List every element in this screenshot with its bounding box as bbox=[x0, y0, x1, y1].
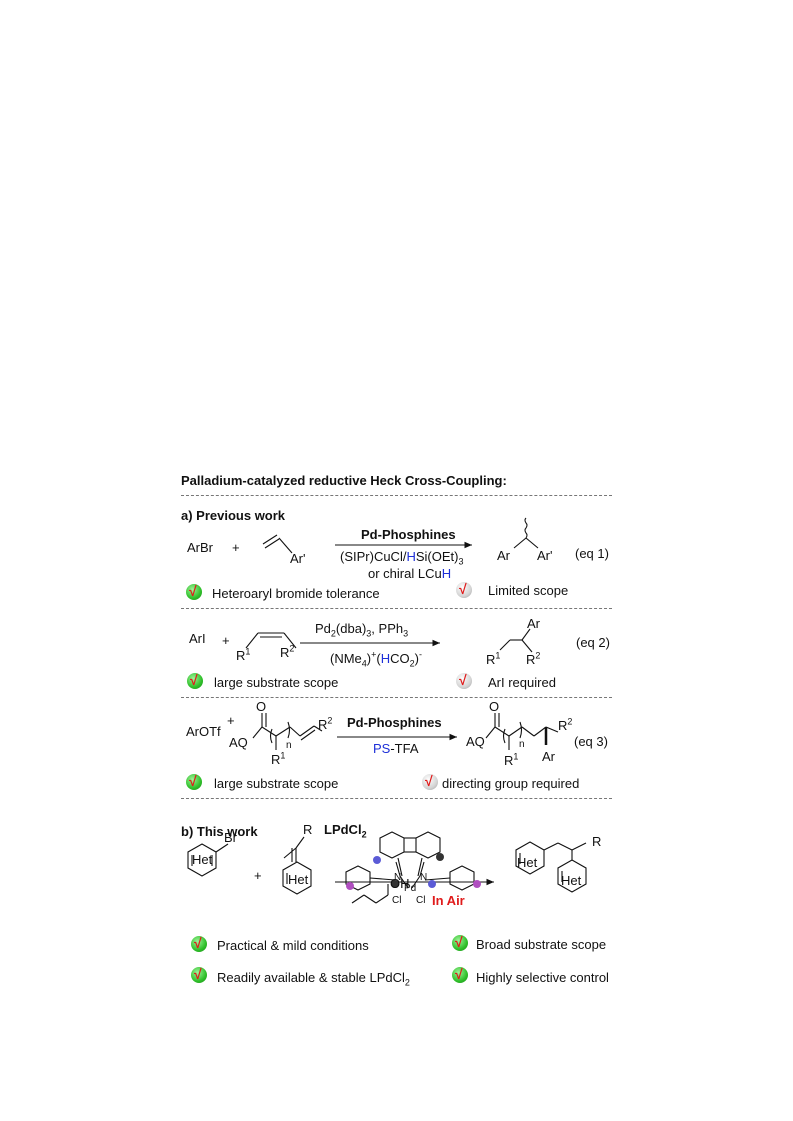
check-icon-green: √ bbox=[187, 672, 203, 689]
alkene-r: R bbox=[303, 822, 313, 837]
eq1-alkene-structure bbox=[262, 534, 293, 554]
eq2-product-ar: Ar bbox=[527, 616, 540, 631]
eq1-plus: + bbox=[232, 540, 240, 555]
divider-eq2 bbox=[181, 697, 612, 698]
butanol-structure bbox=[351, 884, 389, 904]
atom-dark-1 bbox=[391, 880, 399, 888]
catalyst-cl2: Cl bbox=[416, 895, 426, 906]
catalyst-n1: N bbox=[394, 872, 402, 883]
alkene-het-structure bbox=[282, 836, 312, 895]
eq1-reactant-arbr: ArBr bbox=[187, 540, 213, 555]
divider-top bbox=[181, 495, 612, 496]
eq3-product-o: O bbox=[489, 699, 500, 714]
catalyst-pd: Pd bbox=[404, 883, 417, 894]
eq3-product-structure bbox=[485, 713, 559, 750]
catalyst-n2: N bbox=[420, 872, 428, 883]
eq3-reactant-structure bbox=[252, 713, 323, 750]
eq3-conditions: PS-TFA bbox=[373, 741, 419, 756]
check-icon-green: √ bbox=[452, 934, 468, 951]
eq2-catalyst: Pd2(dba)3, PPh3 bbox=[315, 621, 409, 639]
check-icon-green: √ bbox=[452, 966, 468, 983]
eq1-conditions-1: (SIPr)CuCl/HSi(OEt)3 bbox=[340, 549, 464, 567]
alkene-het: Het bbox=[288, 872, 309, 887]
page-title: Palladium-catalyzed reductive Heck Cross… bbox=[181, 473, 507, 488]
eq3-catalyst: Pd-Phosphines bbox=[347, 715, 442, 730]
product-r: R bbox=[592, 834, 602, 849]
check-icon-green: √ bbox=[191, 966, 207, 983]
check-icon-gray: √ bbox=[456, 672, 472, 689]
eq3-product-ar: Ar bbox=[542, 749, 555, 764]
check-icon-gray: √ bbox=[456, 581, 472, 598]
check-icon-gray: √ bbox=[422, 773, 438, 790]
eq3-con: directing group required bbox=[442, 776, 580, 791]
eq2-pro: large substrate scope bbox=[214, 675, 339, 690]
eq3-plus: + bbox=[227, 713, 235, 728]
eq1-label: (eq 1) bbox=[575, 546, 609, 561]
divider-eq1 bbox=[181, 608, 612, 609]
eq3-product-r1: R1 bbox=[504, 751, 519, 768]
eq2-label: (eq 2) bbox=[576, 635, 610, 650]
eq3-label: (eq 3) bbox=[574, 734, 608, 749]
atom-blue-2 bbox=[428, 880, 436, 888]
check-icon-green: √ bbox=[186, 773, 202, 790]
eq3-reactant-arotf: ArOTf bbox=[186, 724, 221, 739]
solvent-oh: OH bbox=[390, 876, 410, 891]
eq2-con: ArI required bbox=[488, 675, 556, 690]
eq2-reactant-ari: ArI bbox=[189, 631, 206, 646]
atom-purple-2 bbox=[473, 880, 481, 888]
feature-3: Readily available & stable LPdCl2 bbox=[217, 970, 410, 988]
eq2-product-r1: R1 bbox=[486, 650, 501, 667]
eq2-product-structure bbox=[499, 628, 533, 653]
eq3-aq: AQ bbox=[229, 735, 248, 750]
eq3-product-r2: R2 bbox=[558, 716, 573, 733]
aryl-bromide-structure bbox=[187, 843, 229, 877]
eq2-product-r2: R2 bbox=[526, 650, 541, 667]
feature-1: Practical & mild conditions bbox=[217, 938, 369, 953]
eq3-pro: large substrate scope bbox=[214, 776, 339, 791]
eq2-alkene-structure bbox=[245, 632, 297, 649]
eq3-o: O bbox=[256, 699, 267, 714]
feature-4: Highly selective control bbox=[476, 970, 609, 985]
eq1-con: Limited scope bbox=[488, 583, 569, 598]
eq1-product-ar: Ar bbox=[497, 548, 510, 563]
eq1-catalyst: Pd-Phosphines bbox=[361, 527, 456, 542]
atom-dark-2 bbox=[436, 853, 444, 861]
eq2-r2: R2 bbox=[280, 643, 295, 660]
eq1-conditions-2: or chiral LCuH bbox=[368, 566, 452, 581]
reactant-het: Het bbox=[192, 852, 213, 867]
eq3-product-aq: AQ bbox=[466, 734, 485, 749]
feature-2: Broad substrate scope bbox=[476, 937, 607, 952]
eq1-ar-prime: Ar' bbox=[290, 551, 306, 566]
eq3-r1: R1 bbox=[271, 750, 286, 767]
eq1-product-ar-prime: Ar' bbox=[537, 548, 553, 563]
eq2-conditions: (NMe4)+(HCO2)- bbox=[330, 649, 422, 669]
eq3-r2: R2 bbox=[318, 715, 333, 732]
section-b-heading: b) This work bbox=[181, 824, 258, 839]
check-icon-green: √ bbox=[191, 935, 207, 952]
catalyst-label: LPdCl2 bbox=[324, 822, 367, 840]
eq2-plus: + bbox=[222, 633, 230, 648]
eq2-r1: R1 bbox=[236, 646, 251, 663]
product-het1: Het bbox=[517, 855, 538, 870]
eq1-pro: Heteroaryl bromide tolerance bbox=[212, 586, 380, 601]
product-het2: Het bbox=[561, 873, 582, 888]
product-structure bbox=[515, 841, 587, 893]
eq1-product-structure bbox=[513, 517, 539, 549]
reactant-br: Br bbox=[224, 830, 237, 845]
eq3-n: n bbox=[286, 740, 292, 751]
section-a-heading: a) Previous work bbox=[181, 508, 286, 523]
catalyst-cl1: Cl bbox=[392, 895, 402, 906]
atom-blue-1 bbox=[373, 856, 381, 864]
in-air-label: In Air bbox=[432, 893, 465, 908]
plus-b: + bbox=[254, 868, 262, 883]
divider-eq3 bbox=[181, 798, 612, 799]
check-icon-green: √ bbox=[186, 583, 202, 600]
eq3-product-n: n bbox=[519, 739, 525, 750]
atom-purple-1 bbox=[346, 882, 354, 890]
